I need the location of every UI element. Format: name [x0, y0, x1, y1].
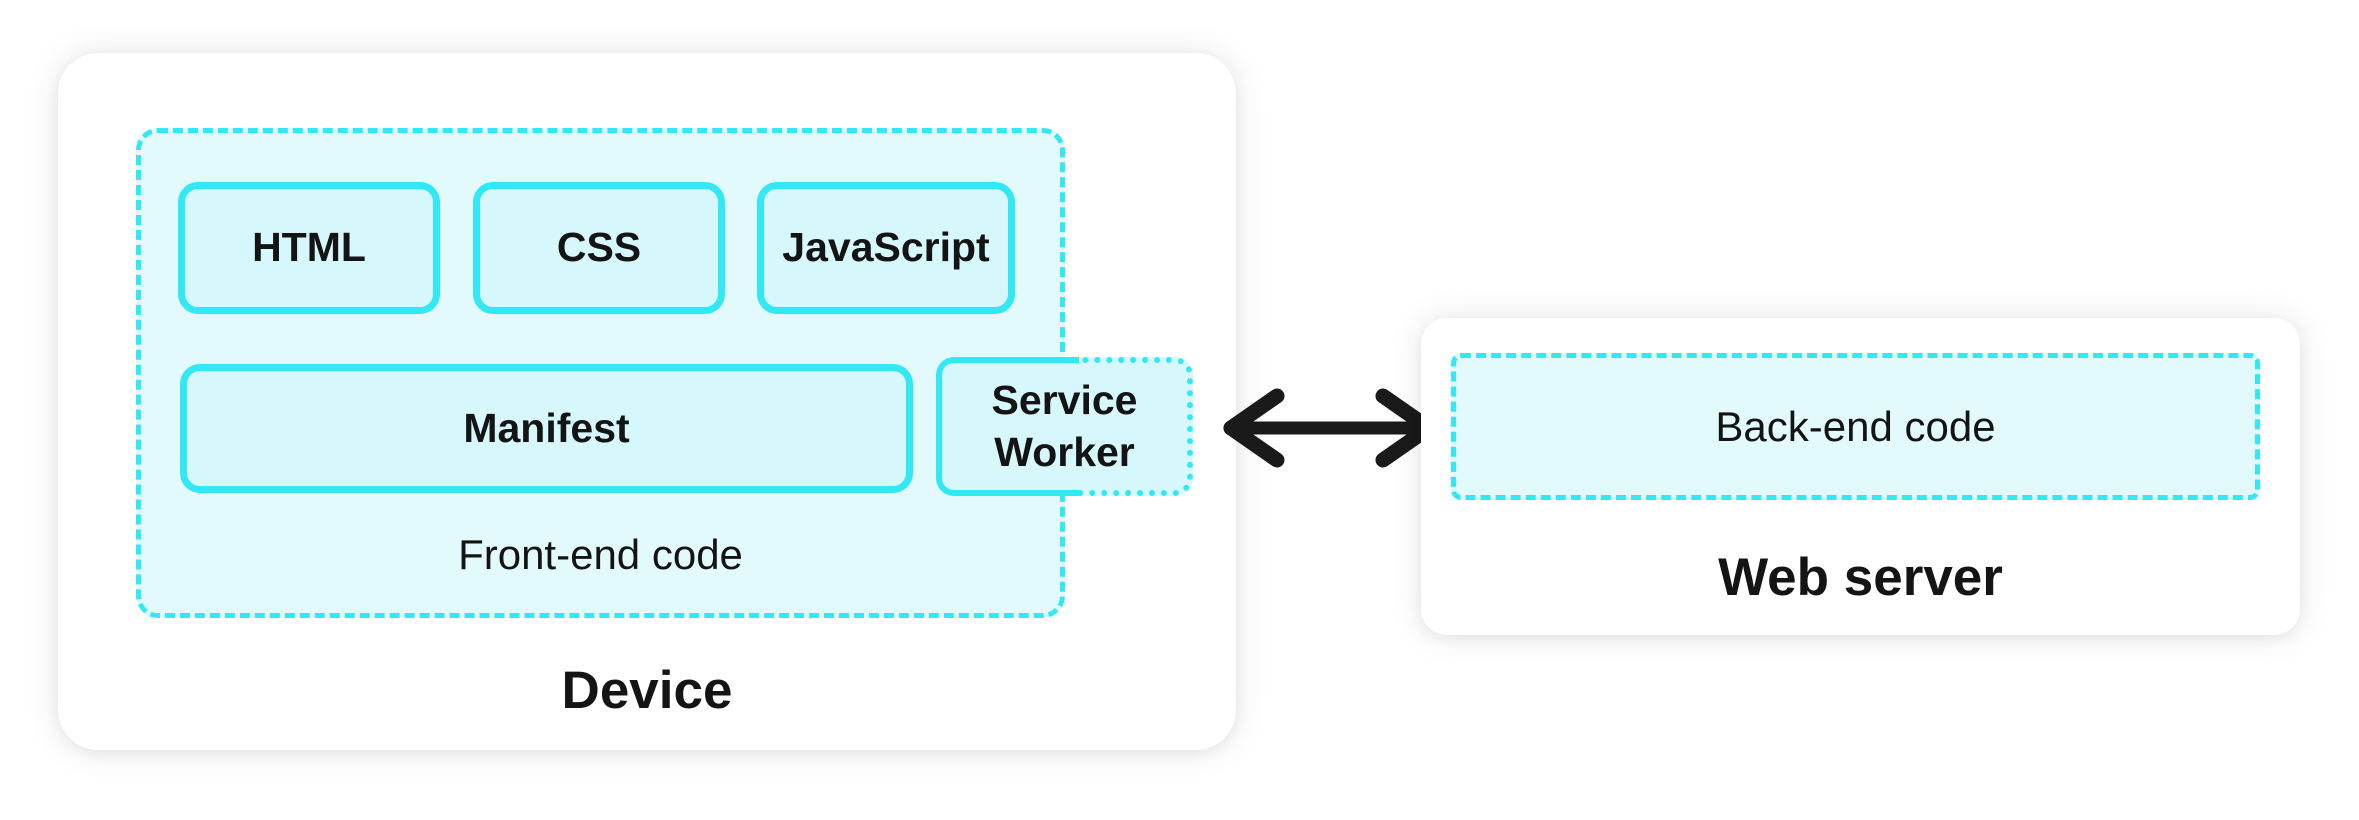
device-panel-title: Device	[561, 661, 733, 720]
node-html: HTML	[178, 182, 440, 314]
frontend-code-group: HTML CSS JavaScript Manifest Front-end c…	[136, 128, 1065, 618]
backend-code-group: Back-end code	[1451, 353, 2260, 500]
node-css-label: CSS	[556, 224, 642, 271]
node-javascript: JavaScript	[757, 182, 1015, 314]
device-panel: HTML CSS JavaScript Manifest Front-end c…	[58, 53, 1236, 750]
node-javascript-label: JavaScript	[782, 224, 990, 271]
node-html-label: HTML	[252, 224, 366, 271]
web-server-panel: Back-end code Web server	[1421, 318, 2300, 635]
web-server-panel-title: Web server	[1718, 548, 2003, 607]
node-css: CSS	[473, 182, 725, 314]
left-right-arrow-icon	[1215, 383, 1445, 473]
node-service-worker: Service Worker	[936, 357, 1193, 496]
node-manifest-label: Manifest	[463, 404, 630, 451]
frontend-group-caption: Front-end code	[458, 531, 743, 578]
backend-group-caption: Back-end code	[1715, 402, 1996, 450]
node-manifest: Manifest	[180, 364, 913, 493]
node-service-worker-label: Service Worker	[991, 376, 1138, 475]
